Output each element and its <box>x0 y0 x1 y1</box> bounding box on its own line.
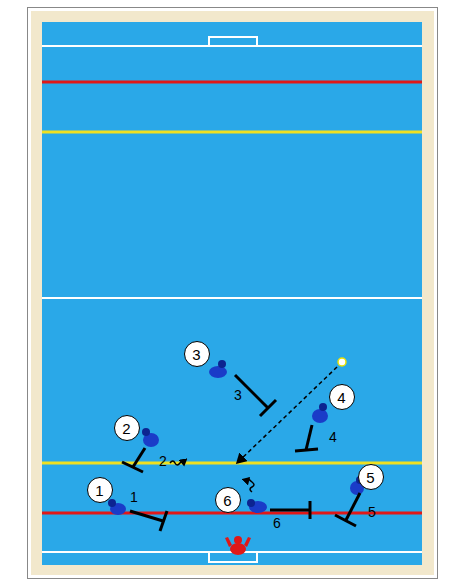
player-number: 2 <box>122 421 130 436</box>
player-circle: 5 <box>358 464 384 490</box>
player-circle: 1 <box>87 477 113 503</box>
player-circle: 6 <box>215 487 241 513</box>
defender-number: 4 <box>329 430 337 444</box>
defender-number: 3 <box>234 388 242 402</box>
player-number: 4 <box>337 390 345 405</box>
defender-number: 1 <box>130 490 138 504</box>
player-number: 1 <box>95 483 103 498</box>
player-circle: 3 <box>184 341 210 367</box>
defender-number: 6 <box>273 516 281 530</box>
defender-number: 5 <box>368 505 376 519</box>
player-number: 5 <box>366 470 374 485</box>
player-circle: 2 <box>114 415 140 441</box>
player-number: 6 <box>223 493 231 508</box>
player-number: 3 <box>192 347 200 362</box>
defender-number: 2 <box>159 454 167 468</box>
player-circle: 4 <box>329 384 355 410</box>
